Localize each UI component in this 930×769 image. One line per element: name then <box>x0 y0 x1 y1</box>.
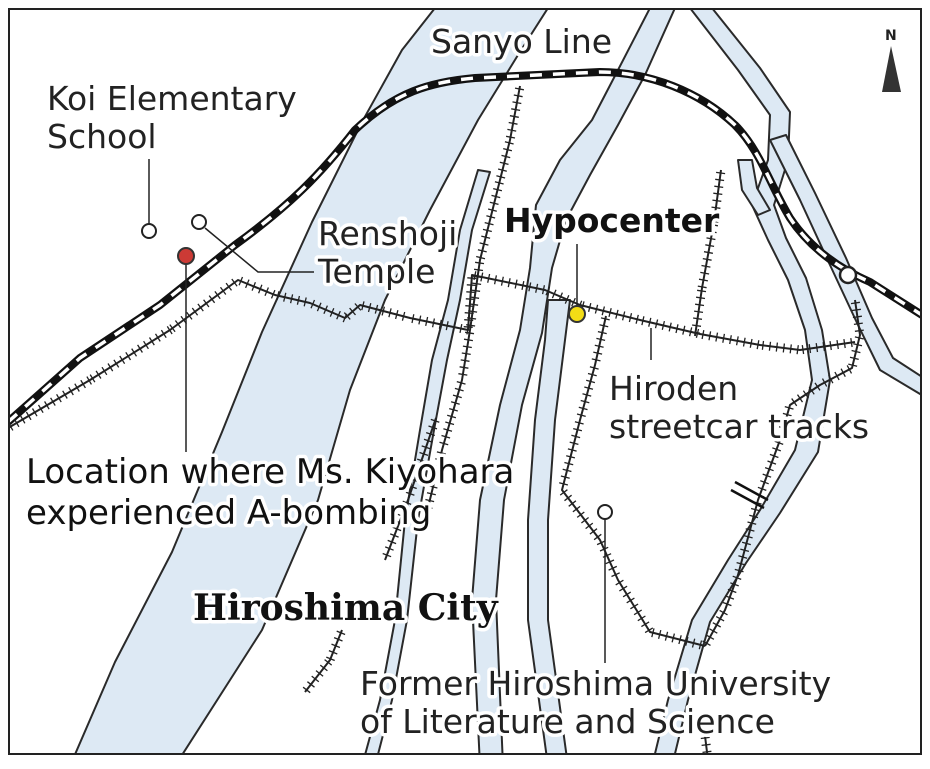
hiroden-label-line2: streetcar tracks <box>609 407 869 446</box>
kiyohara-location-marker <box>177 247 195 265</box>
river-west-wide <box>74 9 549 754</box>
koi-school-label-line2: School <box>47 117 157 156</box>
river-east-channel <box>653 9 831 754</box>
kiyohara-label-line2: experienced A-bombing <box>26 493 431 533</box>
river-western-strip <box>364 169 491 754</box>
renshoji-label-line1: Renshoji <box>318 214 457 253</box>
rivers <box>74 9 921 754</box>
map-frame <box>8 8 922 755</box>
north-arrow: N <box>882 28 901 92</box>
city-name-label: Hiroshima City <box>193 587 499 629</box>
tram-track-segment <box>702 299 864 647</box>
tram-track-segment <box>302 629 346 694</box>
sanyo-line-label: Sanyo Line <box>431 22 612 61</box>
bridge-marker <box>730 480 769 510</box>
sanyo-station-marker <box>838 265 858 285</box>
koi-school-marker <box>141 223 157 239</box>
tram-track-segment <box>421 85 525 521</box>
leader-lines <box>148 159 652 663</box>
point-markers <box>141 214 858 520</box>
tram-track-segment <box>559 315 706 650</box>
tram-track-segment <box>691 169 726 337</box>
hypocenter-marker <box>568 305 586 323</box>
kiyohara-label-line1: Location where Ms. Kiyohara <box>26 452 514 492</box>
hiroden-label-line1: Hiroden <box>609 369 738 408</box>
river-east-creek <box>737 159 771 216</box>
river-central-branch <box>471 9 676 754</box>
university-label-line2: of Literature and Science <box>360 702 775 741</box>
map-labels: Sanyo Line Koi Elementary School Renshoj… <box>23 19 873 745</box>
hypocenter-label: Hypocenter <box>504 201 720 240</box>
river-east-tributary <box>769 134 921 396</box>
renshoji-label-line2: Temple <box>317 252 435 291</box>
university-label-line1: Former Hiroshima University <box>360 664 831 703</box>
renshoji-temple-marker <box>191 214 207 230</box>
hiroden-streetcar-tracks <box>9 85 864 754</box>
university-marker <box>597 504 613 520</box>
tram-track-segment <box>382 417 440 561</box>
tram-track-segment <box>699 727 712 754</box>
koi-school-label-line1: Koi Elementary <box>47 79 297 118</box>
river-central-fork <box>527 299 571 754</box>
north-label: N <box>885 28 897 44</box>
tram-track-segment <box>9 271 856 431</box>
leader-renshoji <box>204 227 314 273</box>
north-arrow-icon <box>882 46 901 92</box>
sanyo-line-railway <box>9 68 921 425</box>
